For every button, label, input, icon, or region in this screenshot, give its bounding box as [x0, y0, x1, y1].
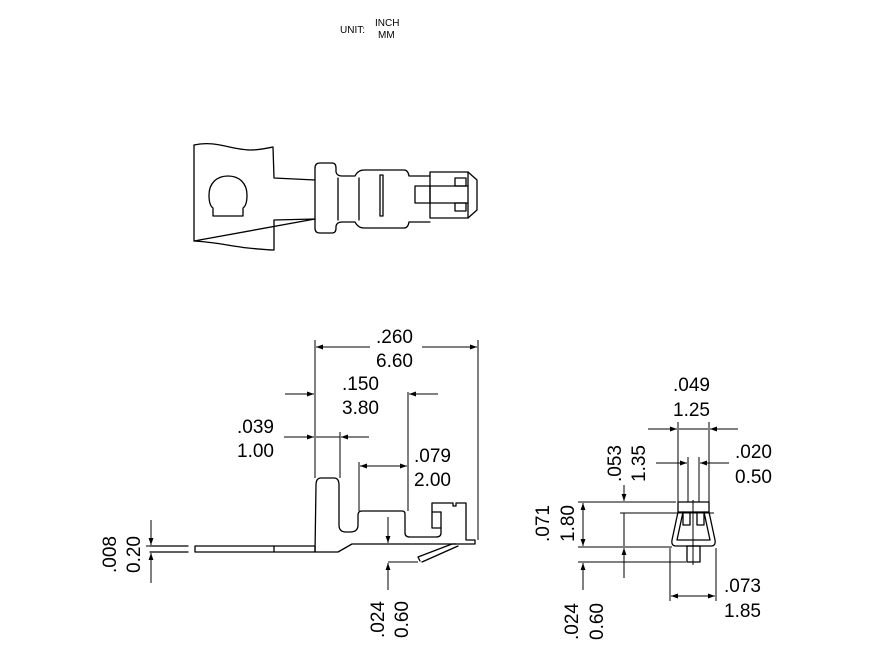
lance-spring	[417, 543, 457, 562]
dim-insulation-mm: 1.00	[237, 441, 274, 462]
dim-overall-inch: .260	[376, 327, 413, 348]
wire-slot	[379, 174, 384, 217]
contact-lance	[414, 185, 431, 204]
dim-strip-mm: 0.20	[124, 536, 145, 573]
dim-insulation-inch: .039	[237, 417, 274, 438]
dim-bottom-width-inch: .073	[724, 576, 761, 597]
dim-strip-inch: .008	[100, 536, 121, 573]
top-view	[193, 143, 478, 251]
dim-top-width-mm: 1.25	[673, 400, 710, 421]
keyhole-icon	[208, 175, 248, 217]
unit-label: UNIT: INCH MM	[340, 18, 399, 41]
dim-lance-mm: 0.60	[392, 601, 413, 638]
dim-pin-length-inch: .024	[562, 603, 583, 640]
strip-body	[194, 545, 316, 553]
contact-spring-top	[454, 177, 467, 187]
dim-upper-height-inch: .053	[605, 445, 626, 482]
dim-wire-mm: 2.00	[414, 470, 451, 491]
dim-crimp-mm: 3.80	[342, 398, 379, 419]
dim-body-height-mm: 1.80	[558, 505, 579, 542]
front-view: .049 1.25 .020 0.50 .053 1.35 .071 1.80 …	[533, 375, 772, 640]
contact-tip	[467, 171, 478, 219]
dim-wire-inch: .079	[414, 446, 451, 467]
terminal-profile	[314, 477, 476, 553]
insulation-barrel	[314, 162, 431, 234]
dim-body-height-inch: .071	[533, 505, 554, 542]
front-slots	[682, 511, 705, 526]
dim-overall-mm: 6.60	[376, 351, 413, 372]
dim-crimp-inch: .150	[342, 374, 379, 395]
unit-secondary: MM	[378, 30, 395, 41]
strip-left-end	[149, 545, 189, 553]
dim-pin-length-mm: 0.60	[587, 603, 608, 640]
dim-lance-inch: .024	[368, 601, 389, 638]
contact-spring-bottom	[454, 202, 467, 212]
unit-prefix: UNIT:	[340, 25, 365, 36]
dim-pin-width-inch: .020	[735, 442, 772, 463]
lance-spring-2	[421, 545, 459, 563]
dim-upper-height-mm: 1.35	[629, 445, 650, 482]
unit-primary: INCH	[375, 18, 399, 29]
side-view: .260 6.60 .150 3.80 .039 1.00 .079 2.00 …	[100, 327, 479, 638]
dim-pin-width-mm: 0.50	[735, 467, 772, 488]
dim-top-width-inch: .049	[673, 375, 710, 396]
carrier-tab-outline	[193, 143, 316, 251]
dim-bottom-width-mm: 1.85	[724, 601, 761, 622]
